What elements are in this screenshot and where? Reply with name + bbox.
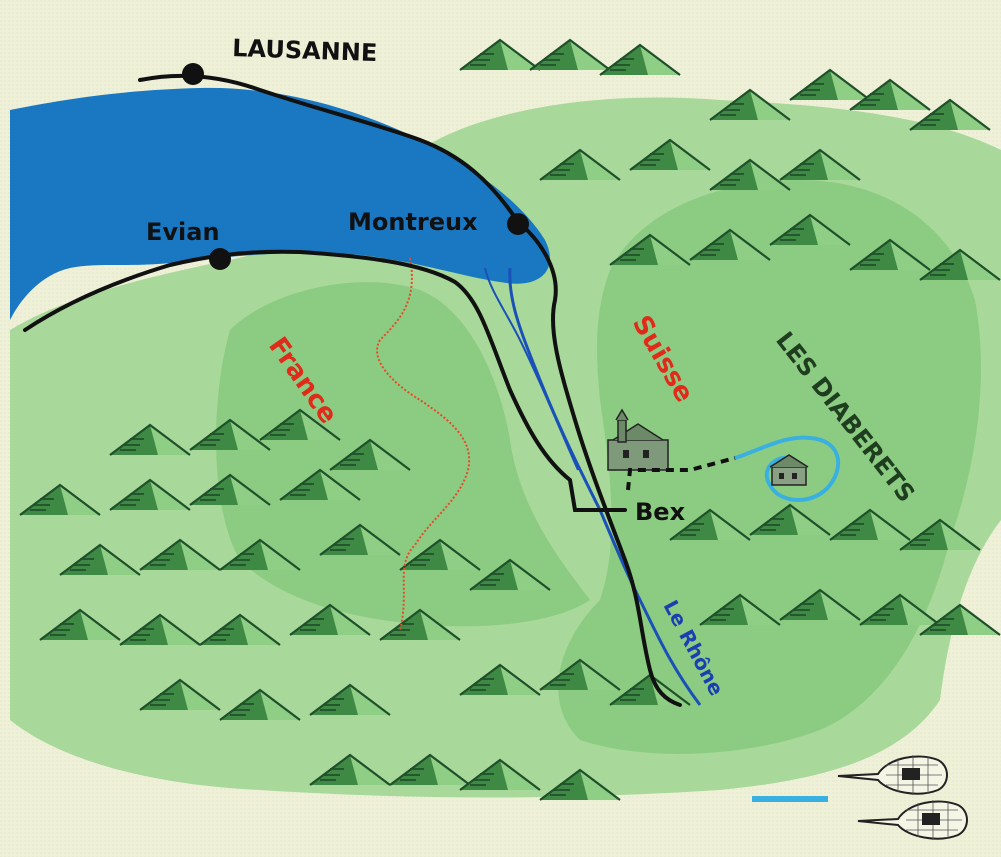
label-evian: Evian bbox=[146, 218, 220, 246]
france-zone bbox=[216, 282, 591, 627]
river-rhone-branch bbox=[484, 267, 579, 471]
snowshoe-icon bbox=[837, 755, 948, 795]
snowshoe-loop-trail bbox=[734, 435, 841, 502]
label-montreux: Montreux bbox=[348, 208, 478, 236]
lake bbox=[10, 87, 550, 320]
city-dot-icon bbox=[507, 213, 529, 235]
legend bbox=[752, 755, 968, 840]
city-dot-icon bbox=[182, 63, 204, 85]
road-evian bbox=[23, 249, 627, 512]
label-bex: Bex bbox=[635, 498, 686, 526]
label-lausanne: LAUSANNE bbox=[232, 34, 378, 67]
road-montreux-south bbox=[516, 220, 682, 707]
city-dot-icon bbox=[209, 248, 231, 270]
hiking-trail bbox=[626, 456, 736, 491]
snowshoe-icon bbox=[857, 800, 968, 840]
chalet-icon bbox=[769, 454, 809, 486]
village-icon bbox=[607, 408, 669, 471]
national-border bbox=[376, 257, 471, 631]
